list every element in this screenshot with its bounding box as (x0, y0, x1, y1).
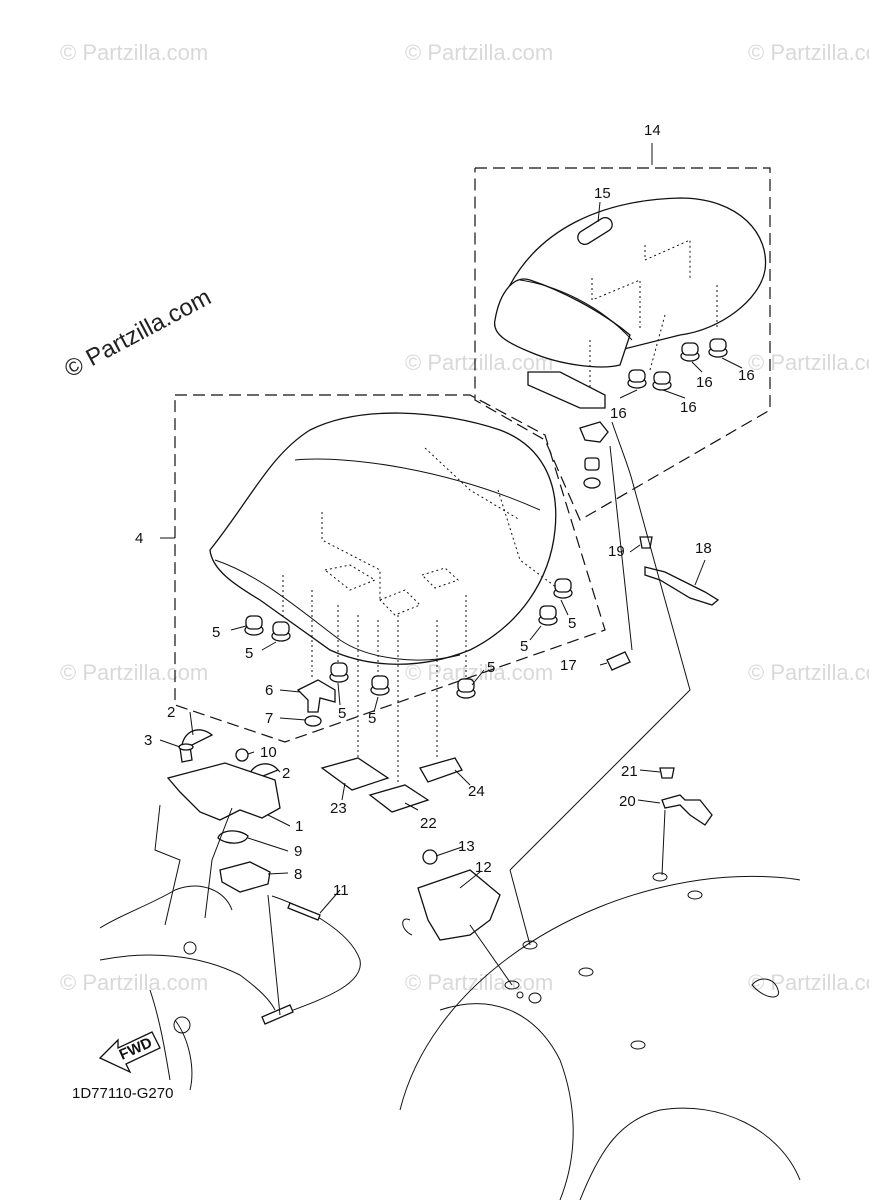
damper-5 (553, 578, 573, 599)
damper-5 (370, 675, 390, 696)
diagram-code: 1D77110-G270 (72, 1085, 173, 1102)
rear-seat-bracket (527, 371, 606, 409)
callout-6: 6 (265, 682, 273, 699)
washer-9 (217, 830, 249, 844)
group-box-main-seat (174, 394, 606, 743)
watermark-text: © Partzilla.com (748, 660, 869, 685)
plate-2 (181, 729, 214, 746)
callout-16-b: 16 (680, 399, 697, 416)
latch-8 (219, 861, 271, 893)
callout-5-g: 5 (568, 615, 576, 632)
rear-seat-hook (579, 421, 609, 443)
damper-16 (680, 342, 700, 362)
washer-7 (304, 715, 322, 727)
watermark-text: © Partzilla.com (405, 660, 553, 685)
rear-seat-base (493, 278, 631, 368)
callout-4: 4 (135, 530, 143, 547)
callout-2-b: 2 (282, 765, 290, 782)
lock-bracket-1 (166, 762, 281, 821)
callout-10: 10 (260, 744, 277, 761)
damper-5 (244, 615, 264, 636)
main-seat-cushion (209, 412, 557, 665)
damper-16 (652, 371, 672, 391)
watermark-text: © Partzilla.com (748, 350, 869, 375)
bracket-20 (661, 794, 713, 826)
bolt-17 (606, 651, 631, 671)
callout-9: 9 (294, 843, 302, 860)
group-box-rear-seat (474, 167, 771, 521)
watermark-text: © Partzilla.com (748, 40, 869, 65)
watermark-text: © Partzilla.com (405, 40, 553, 65)
callout-13: 13 (458, 838, 475, 855)
damper-16 (708, 338, 728, 358)
callout-16-a: 16 (610, 405, 627, 422)
seat-bracket-6 (296, 679, 336, 713)
main-seat-assembly (209, 412, 561, 785)
callout-20: 20 (619, 793, 636, 810)
damper-5 (538, 605, 558, 626)
damper-5 (329, 662, 349, 683)
watermark-text: © Partzilla.com (60, 660, 208, 685)
callout-16-c: 16 (696, 374, 713, 391)
bolt-13 (422, 849, 438, 865)
damper-16 (627, 369, 647, 389)
bolt-21 (659, 767, 675, 779)
callout-7: 7 (265, 710, 273, 727)
watermark-text: © Partzilla.com (748, 970, 869, 995)
callout-5-e: 5 (487, 659, 495, 676)
watermark-main-text: © Partzilla.com (60, 284, 215, 384)
callout-19: 19 (608, 543, 625, 560)
forward-arrow-icon: FWD (98, 1031, 161, 1074)
callout-5-a: 5 (212, 624, 220, 641)
callout-17: 17 (560, 657, 577, 674)
callout-8: 8 (294, 866, 302, 883)
callout-5-b: 5 (245, 645, 253, 662)
callout-23: 23 (330, 800, 347, 817)
rear-fender-sketch (399, 849, 801, 1200)
callout-labels: 14 15 4 16 16 16 16 5 5 5 5 5 5 5 6 7 2 … (135, 122, 755, 899)
frame-sketch (99, 885, 276, 1091)
leader-lines (154, 143, 743, 1016)
callout-22: 22 (420, 815, 437, 832)
grab-handle-15 (577, 216, 613, 246)
callout-2-a: 2 (167, 704, 175, 721)
pad-23 (320, 757, 390, 791)
damper-5 (271, 621, 291, 642)
watermark-text: © Partzilla.com (405, 350, 553, 375)
watermark-text: © Partzilla.com (60, 970, 208, 995)
callout-3: 3 (144, 732, 152, 749)
callout-1: 1 (295, 818, 303, 835)
callout-24: 24 (468, 783, 485, 800)
callout-11: 11 (333, 882, 349, 899)
lock-housing-12 (417, 869, 501, 941)
callout-14: 14 (644, 122, 661, 139)
rear-seat-dampers (627, 338, 728, 391)
callout-18: 18 (695, 540, 712, 557)
watermark-text: © Partzilla.com (60, 40, 208, 65)
pad-22 (368, 784, 430, 813)
callout-21: 21 (621, 763, 638, 780)
rear-seat-assembly (493, 197, 767, 489)
nut-10 (235, 748, 249, 762)
main-seat-dampers (244, 578, 573, 699)
callout-15: 15 (594, 185, 611, 202)
damper-5 (456, 678, 476, 699)
bracket-18 (644, 566, 720, 606)
callout-12: 12 (475, 859, 492, 876)
callout-5-f: 5 (520, 638, 528, 655)
callout-5-c: 5 (338, 705, 346, 722)
pad-24 (419, 757, 463, 783)
callout-16-d: 16 (738, 367, 755, 384)
callout-5-d: 5 (368, 710, 376, 727)
